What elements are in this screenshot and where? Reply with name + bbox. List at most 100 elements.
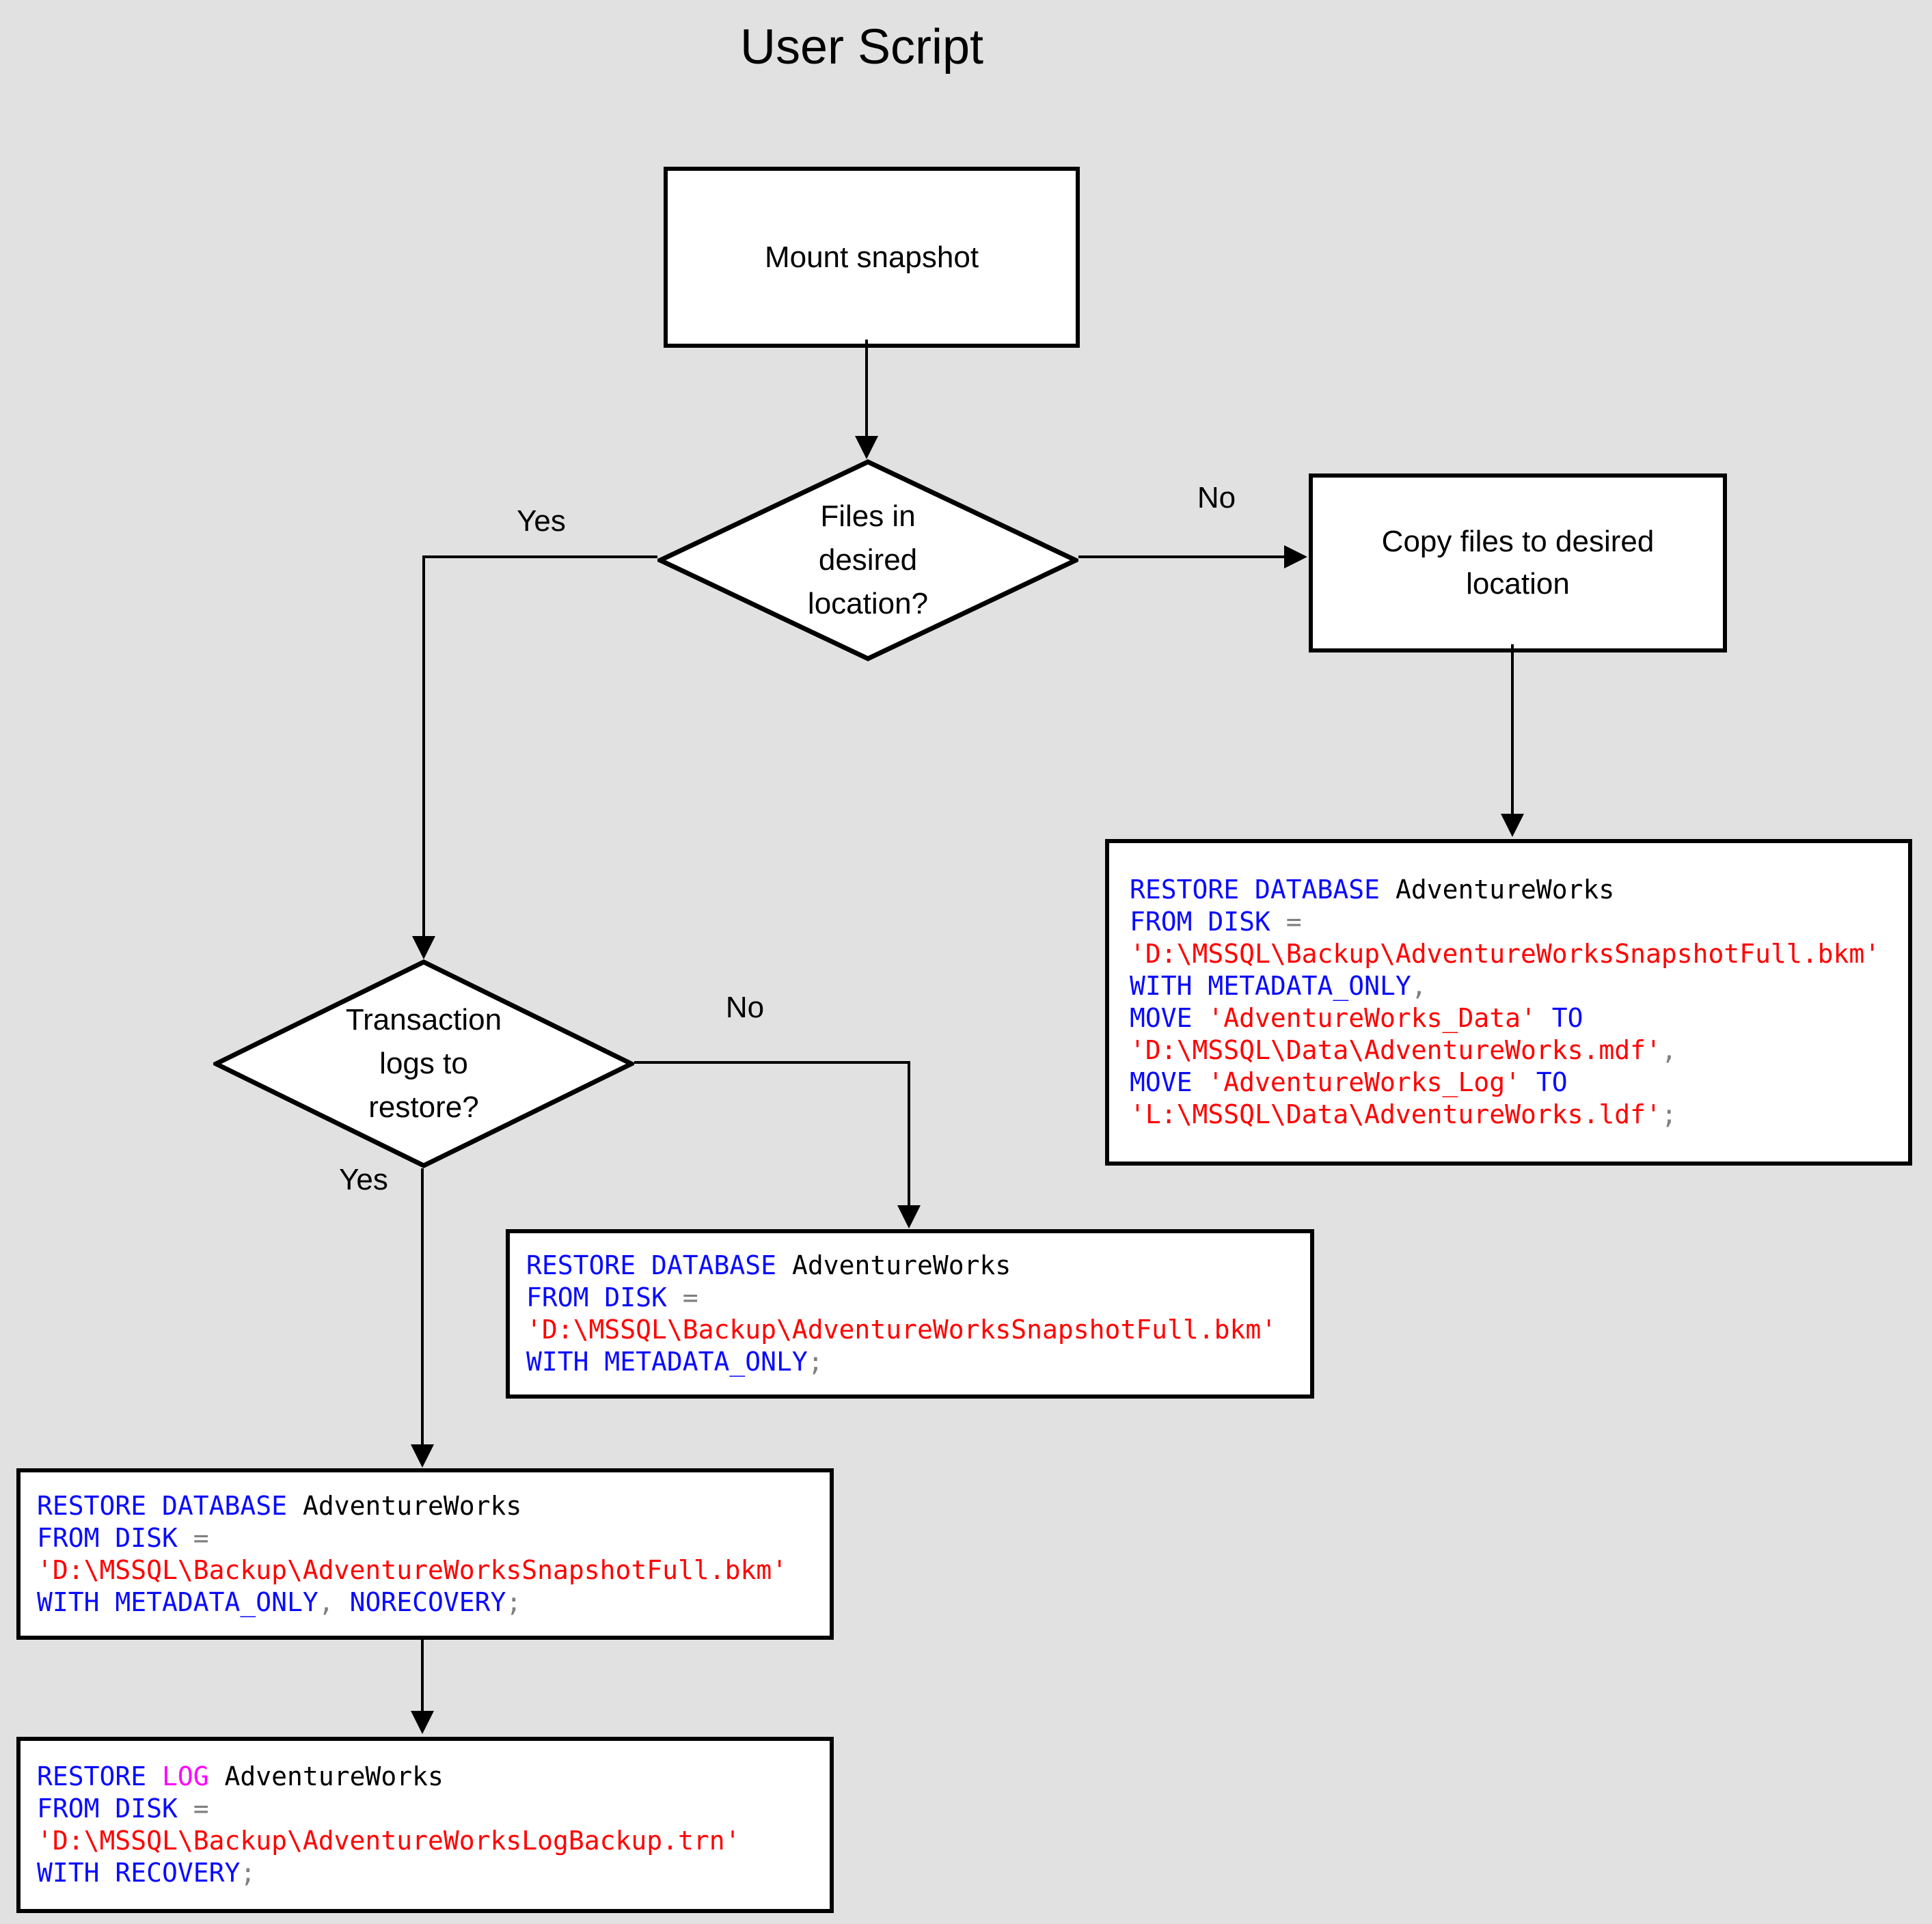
code-token-keyword: WITH RECOVERY bbox=[37, 1858, 241, 1888]
code-token-keyword: FROM DISK bbox=[1130, 907, 1286, 937]
copy-files-line2: location bbox=[1466, 567, 1570, 601]
edge-tx-no-hline bbox=[634, 1061, 910, 1064]
code-line: RESTORE DATABASE AdventureWorks bbox=[526, 1250, 1294, 1282]
code-line: WITH METADATA_ONLY, NORECOVERY; bbox=[37, 1586, 813, 1619]
code-token-operator: = bbox=[682, 1282, 698, 1313]
code-token-string: 'D:\MSSQL\Backup\AdventureWorksSnapshotF… bbox=[1130, 939, 1881, 969]
code-token-operator: = bbox=[193, 1794, 209, 1824]
page-title: User Script bbox=[739, 20, 984, 74]
tx-decision-diamond: Transaction logs to restore? bbox=[213, 959, 634, 1168]
code-token-identifier: AdventureWorks bbox=[1395, 875, 1615, 905]
mount-snapshot-label: Mount snapshot bbox=[764, 240, 979, 274]
code-line: FROM DISK = bbox=[37, 1522, 813, 1554]
tx-decision-line2: logs to bbox=[379, 1047, 468, 1080]
edge-files-yes-hline bbox=[422, 555, 657, 558]
edge-files-yes-vline bbox=[422, 555, 425, 936]
code-line: RESTORE DATABASE AdventureWorks bbox=[1130, 874, 1888, 906]
diamond-shape-icon bbox=[657, 459, 1078, 661]
code-token-log_keyword: LOG bbox=[162, 1761, 225, 1791]
code-line: FROM DISK = bbox=[37, 1793, 813, 1825]
code-token-keyword: RESTORE DATABASE bbox=[1130, 875, 1396, 905]
code-token-keyword: NORECOVERY bbox=[349, 1586, 506, 1617]
code-token-keyword: WITH METADATA_ONLY bbox=[526, 1347, 808, 1377]
edge-files-no-line bbox=[1078, 555, 1285, 558]
edge-copy-to-code-arrowhead-icon bbox=[1501, 814, 1524, 837]
code-line: WITH METADATA_ONLY, bbox=[1130, 970, 1888, 1002]
code-token-string: 'AdventureWorks_Data' bbox=[1208, 1003, 1536, 1033]
code-token-keyword: TO bbox=[1536, 1003, 1583, 1033]
code-line: 'L:\MSSQL\Data\AdventureWorks.ldf'; bbox=[1130, 1099, 1888, 1131]
edge-files-yes-arrowhead-icon bbox=[412, 936, 435, 959]
copy-files-label: Copy files to desired location bbox=[1382, 521, 1655, 605]
code-token-keyword: WITH METADATA_ONLY bbox=[37, 1586, 318, 1617]
files-yes-label: Yes bbox=[517, 504, 566, 538]
files-decision-diamond: Files in desired location? bbox=[657, 459, 1078, 661]
edge-copy-to-code-line bbox=[1511, 644, 1514, 814]
files-decision-label: Files in desired location? bbox=[657, 459, 1078, 661]
code-line: 'D:\MSSQL\Backup\AdventureWorksSnapshotF… bbox=[1130, 938, 1888, 970]
copy-files-line1: Copy files to desired bbox=[1381, 525, 1655, 558]
code-token-operator: = bbox=[1285, 907, 1302, 937]
edge-tx-yes-arrowhead-icon bbox=[411, 1444, 434, 1468]
code-token-keyword: FROM DISK bbox=[526, 1282, 683, 1313]
code-token-operator: ; bbox=[506, 1586, 522, 1617]
diamond-shape-icon bbox=[213, 959, 634, 1168]
code-token-identifier: AdventureWorks bbox=[791, 1250, 1011, 1280]
code-line: MOVE 'AdventureWorks_Data' TO bbox=[1130, 1002, 1888, 1034]
code-line: 'D:\MSSQL\Data\AdventureWorks.mdf', bbox=[1130, 1034, 1888, 1067]
code-token-operator: , bbox=[1661, 1035, 1677, 1065]
files-decision-line3: location? bbox=[807, 587, 929, 620]
files-no-label: No bbox=[1197, 481, 1236, 514]
code-token-string: 'D:\MSSQL\Backup\AdventureWorksSnapshotF… bbox=[37, 1554, 788, 1585]
code-token-string: 'AdventureWorks_Log' bbox=[1208, 1067, 1521, 1097]
code-token-operator: , bbox=[318, 1586, 350, 1617]
code-line: 'D:\MSSQL\Backup\AdventureWorksSnapshotF… bbox=[37, 1554, 813, 1586]
edge-norecovery-to-log-line bbox=[421, 1640, 424, 1712]
code-token-operator: = bbox=[193, 1522, 209, 1553]
code-token-keyword: FROM DISK bbox=[37, 1794, 193, 1824]
code-token-keyword: FROM DISK bbox=[37, 1522, 193, 1553]
code-line: RESTORE LOG AdventureWorks bbox=[37, 1761, 813, 1793]
code-token-keyword: RESTORE DATABASE bbox=[37, 1490, 303, 1521]
tx-decision-line1: Transaction bbox=[345, 1003, 502, 1036]
code-token-operator: ; bbox=[807, 1347, 824, 1377]
code-token-keyword: TO bbox=[1520, 1067, 1568, 1097]
code-token-operator: ; bbox=[240, 1858, 256, 1888]
copy-files-box: Copy files to desired location bbox=[1309, 473, 1727, 652]
code-line: WITH RECOVERY; bbox=[37, 1857, 813, 1889]
code-line: RESTORE DATABASE AdventureWorks bbox=[37, 1490, 813, 1522]
code-line: WITH METADATA_ONLY; bbox=[526, 1346, 1294, 1378]
code-token-keyword: MOVE bbox=[1130, 1003, 1208, 1033]
code-token-keyword: MOVE bbox=[1130, 1067, 1208, 1097]
tx-yes-label: Yes bbox=[339, 1163, 388, 1196]
edge-mount-to-files-arrowhead-icon bbox=[855, 436, 878, 459]
code-token-identifier: AdventureWorks bbox=[224, 1761, 444, 1791]
tx-decision-line3: restore? bbox=[368, 1090, 479, 1124]
mount-snapshot-box: Mount snapshot bbox=[664, 167, 1080, 348]
edge-tx-no-vline bbox=[908, 1061, 910, 1207]
code-line: MOVE 'AdventureWorks_Log' TO bbox=[1130, 1067, 1888, 1099]
code-token-keyword: WITH METADATA_ONLY bbox=[1130, 971, 1411, 1001]
code-token-string: 'D:\MSSQL\Data\AdventureWorks.mdf' bbox=[1130, 1035, 1661, 1065]
files-decision-line1: Files in bbox=[820, 499, 916, 533]
files-decision-line2: desired bbox=[818, 543, 918, 577]
tx-no-label: No bbox=[725, 991, 765, 1024]
code-line: FROM DISK = bbox=[526, 1282, 1294, 1314]
edge-tx-yes-line bbox=[421, 1168, 424, 1446]
code-token-string: 'D:\MSSQL\Backup\AdventureWorksLogBackup… bbox=[37, 1826, 741, 1856]
edge-norecovery-to-log-arrowhead-icon bbox=[411, 1711, 434, 1734]
code-token-keyword: RESTORE DATABASE bbox=[526, 1250, 792, 1280]
code-token-operator: , bbox=[1411, 971, 1427, 1001]
code-line: 'D:\MSSQL\Backup\AdventureWorksLogBackup… bbox=[37, 1825, 813, 1857]
code-token-identifier: AdventureWorks bbox=[302, 1490, 522, 1521]
edge-files-no-arrowhead-icon bbox=[1284, 545, 1307, 568]
tx-decision-label: Transaction logs to restore? bbox=[213, 959, 634, 1168]
code-line: 'D:\MSSQL\Backup\AdventureWorksSnapshotF… bbox=[526, 1314, 1294, 1346]
edge-mount-to-files-line bbox=[865, 340, 868, 437]
code-line: FROM DISK = bbox=[1130, 906, 1888, 938]
